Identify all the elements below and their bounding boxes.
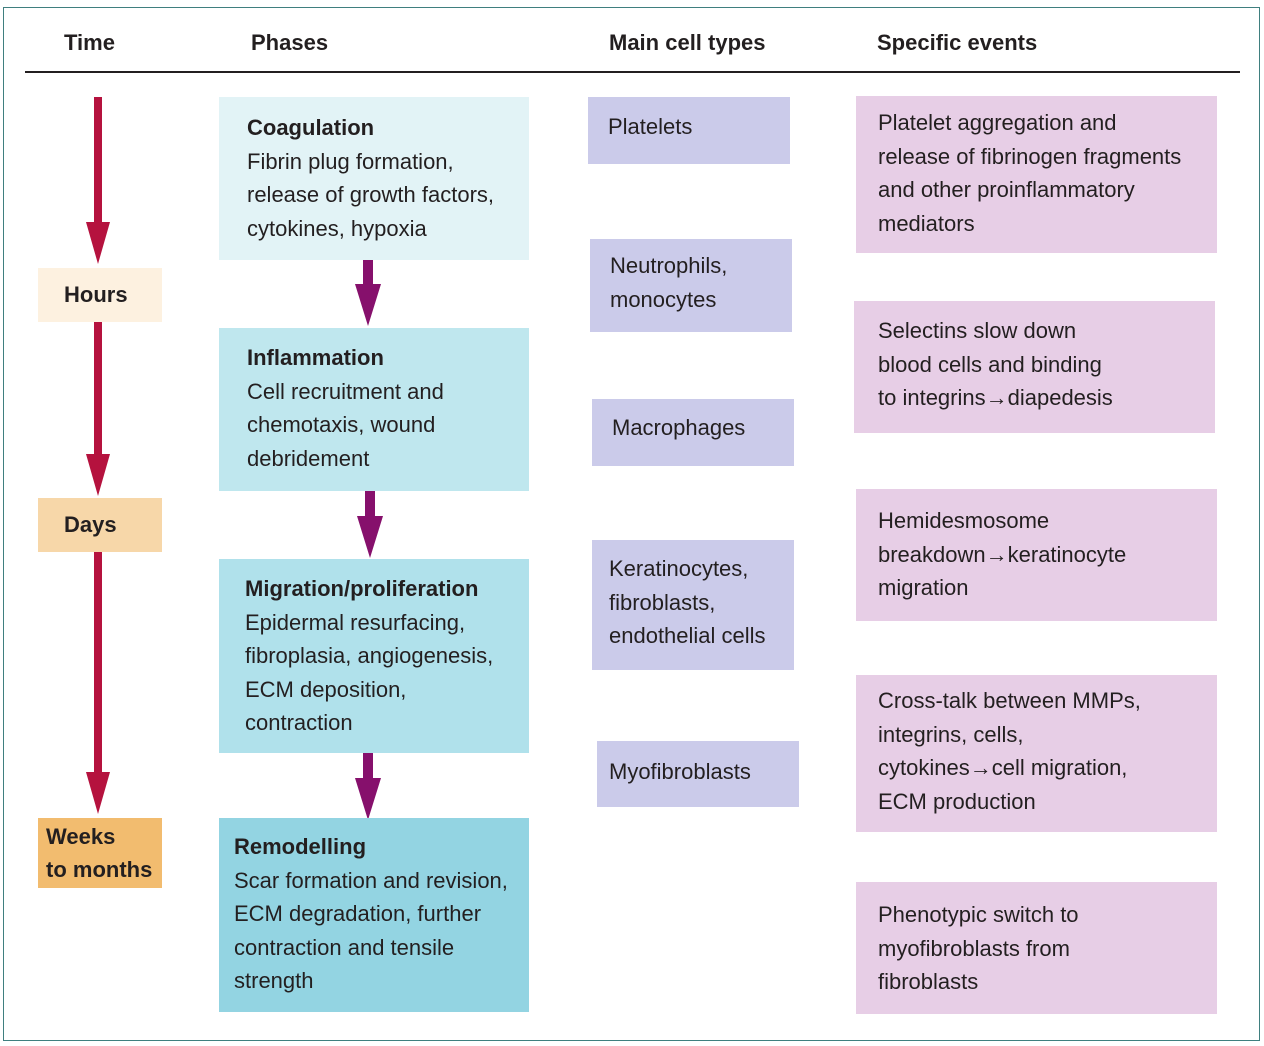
cell-type-platelets: Platelets xyxy=(588,97,790,164)
time-label-weeks-to-months: Weeks to months xyxy=(38,818,162,888)
cell-type-neutrophils-monocytes: Neutrophils, monocytes xyxy=(590,239,792,332)
header-phases: Phases xyxy=(251,30,329,55)
time-label-text: Hours xyxy=(64,282,128,307)
phase-coagulation: Coagulation Fibrin plug formation, relea… xyxy=(219,97,529,260)
cell-type-macrophages: Macrophages xyxy=(592,399,794,466)
time-arrow-2 xyxy=(86,322,110,496)
phase-line: chemotaxis, wound xyxy=(247,412,436,437)
phase-migration-proliferation: Migration/proliferation Epidermal resurf… xyxy=(219,559,529,753)
phase-line: fibroplasia, angiogenesis, xyxy=(245,643,494,668)
phase-title: Migration/proliferation xyxy=(245,576,479,601)
phase-line: Scar formation and revision, xyxy=(234,867,508,893)
phase-line: release of growth factors, xyxy=(247,182,495,207)
header-cell-types: Main cell types xyxy=(609,30,766,55)
event-line: ECM production xyxy=(878,788,1036,814)
figure-frame xyxy=(3,7,1260,1041)
phase-title: Coagulation xyxy=(247,115,375,140)
cell-type-line: fibroblasts, xyxy=(609,589,716,615)
cell-type-line: Keratinocytes, xyxy=(609,556,749,581)
phase-arrow-3 xyxy=(355,753,381,820)
phase-line: Epidermal resurfacing, xyxy=(245,609,466,635)
event-hemidesmosome-breakdown: Hemidesmosome breakdown→keratinocyte mig… xyxy=(856,489,1217,621)
event-line: Platelet aggregation and xyxy=(878,110,1117,135)
event-line: blood cells and binding xyxy=(878,351,1102,377)
cell-type-line: Platelets xyxy=(608,114,693,139)
event-line: fibroblasts xyxy=(878,969,979,994)
event-line: cytokines→cell migration, xyxy=(878,755,1128,780)
phase-arrow-1 xyxy=(355,260,381,326)
event-line: and other proinflammatory xyxy=(878,177,1135,202)
header-time: Time xyxy=(64,30,115,55)
phase-inflammation: Inflammation Cell recruitment and chemot… xyxy=(219,328,529,491)
cell-type-line: Myofibroblasts xyxy=(609,759,751,784)
header-specific-events: Specific events xyxy=(877,30,1038,55)
cell-type-line: Neutrophils, xyxy=(610,253,728,278)
cell-type-line: endothelial cells xyxy=(609,623,766,648)
phase-line: contraction xyxy=(245,710,353,735)
phase-line: ECM degradation, further xyxy=(234,901,482,926)
event-line: Phenotypic switch to xyxy=(878,902,1079,927)
time-label-line: to months xyxy=(46,857,153,882)
time-label-days: Days xyxy=(38,498,162,552)
header-rule xyxy=(25,71,1240,73)
time-label-hours: Hours xyxy=(38,268,162,322)
time-arrows xyxy=(86,97,110,814)
phase-line: cytokines, hypoxia xyxy=(247,215,427,241)
phase-line: contraction and tensile xyxy=(234,934,455,960)
event-line: Cross-talk between MMPs, xyxy=(878,688,1141,713)
event-line: Hemidesmosome xyxy=(878,508,1050,533)
time-arrow-3 xyxy=(86,552,110,814)
phase-title: Remodelling xyxy=(234,834,367,859)
phase-line: strength xyxy=(234,968,314,993)
event-line: myofibroblasts from xyxy=(878,935,1070,961)
event-selectins: Selectins slow down blood cells and bind… xyxy=(854,301,1215,433)
event-line: breakdown→keratinocyte xyxy=(878,541,1127,567)
event-line: mediators xyxy=(878,210,975,236)
event-line: integrins, cells, xyxy=(878,721,1024,747)
phase-title: Inflammation xyxy=(247,345,384,370)
event-cross-talk: Cross-talk between MMPs, integrins, cell… xyxy=(856,675,1217,832)
cell-type-keratinocytes-fibroblasts-endothelial: Keratinocytes, fibroblasts, endothelial … xyxy=(592,540,794,670)
cell-type-line: Macrophages xyxy=(612,415,746,440)
phase-line: Fibrin plug formation, xyxy=(247,148,454,174)
phase-line: ECM deposition, xyxy=(245,676,407,702)
cell-type-myofibroblasts: Myofibroblasts xyxy=(597,741,799,807)
time-label-line: Weeks xyxy=(46,824,116,849)
phase-arrows xyxy=(355,260,383,820)
event-line: to integrins→diapedesis xyxy=(878,385,1113,410)
cell-type-line: monocytes xyxy=(610,286,717,312)
event-line: migration xyxy=(878,575,969,600)
event-phenotypic-switch: Phenotypic switch to myofibroblasts from… xyxy=(856,882,1217,1014)
time-arrow-1 xyxy=(86,97,110,264)
time-label-text: Days xyxy=(64,512,117,537)
phase-line: Cell recruitment and xyxy=(247,378,444,404)
phase-remodelling: Remodelling Scar formation and revision,… xyxy=(219,818,529,1012)
phase-line: debridement xyxy=(247,445,370,471)
event-line: release of fibrinogen fragments xyxy=(878,143,1182,169)
event-platelet-aggregation: Platelet aggregation and release of fibr… xyxy=(856,96,1217,253)
event-line: Selectins slow down xyxy=(878,318,1077,343)
phase-arrow-2 xyxy=(357,491,383,558)
